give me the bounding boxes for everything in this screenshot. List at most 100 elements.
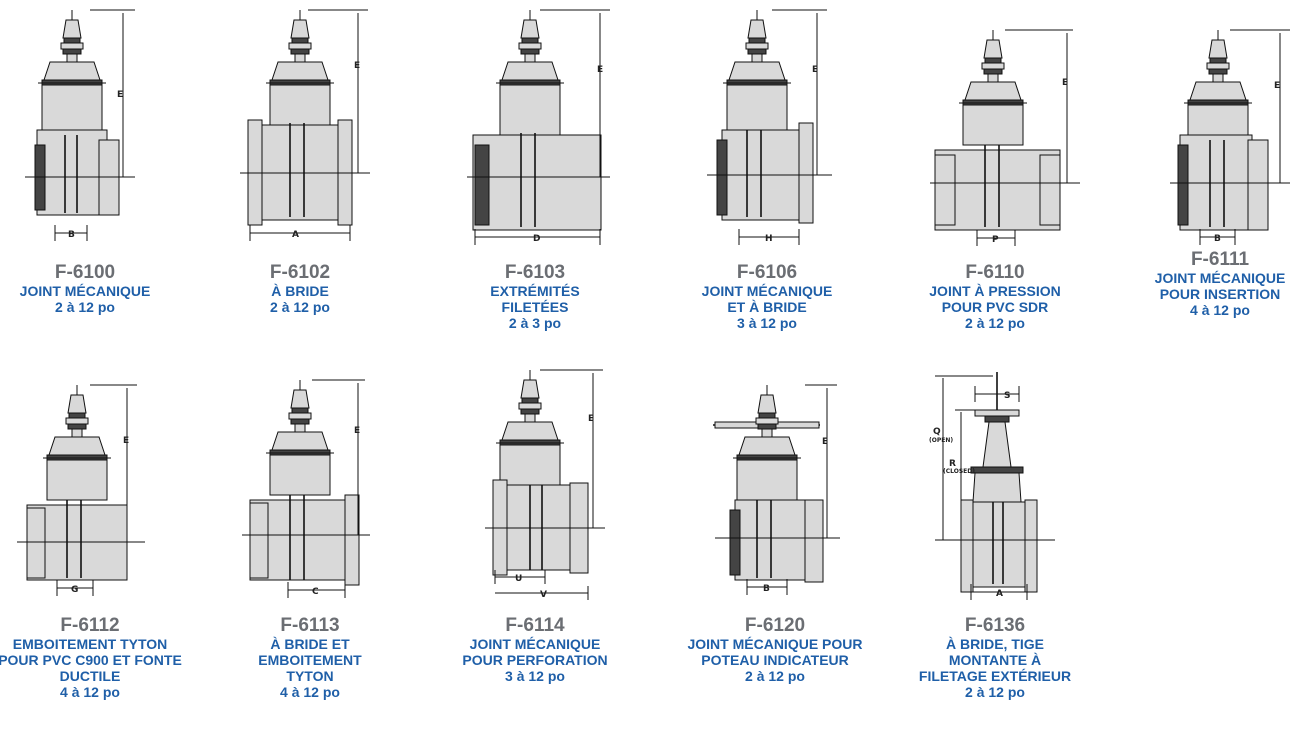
- dim-label-a: A: [292, 230, 299, 240]
- dim-label-d: D: [533, 234, 540, 244]
- dim-label-c: C: [312, 587, 319, 597]
- model-number: F-6102: [269, 262, 331, 283]
- valve-drawing-f6114: E U V: [485, 369, 605, 600]
- dim-label-h: H: [765, 234, 773, 244]
- valve-description: EMBOITEMENT: [258, 652, 362, 668]
- valve-description: EMBOITEMENT TYTON: [12, 636, 168, 652]
- valve-description: JOINT MÉCANIQUE: [701, 283, 833, 299]
- valve-caption-f6103: F-6103 EXTRÉMITÉS FILETÉES 2 à 3 po: [445, 262, 625, 332]
- dim-label-b: B: [1214, 234, 1221, 244]
- valve-description: À BRIDE: [271, 283, 329, 299]
- valve-size-range: 3 à 12 po: [505, 668, 565, 684]
- valve-description: POUR INSERTION: [1159, 286, 1281, 302]
- valve-card-f6136: Q (OPEN) R (CLOSED) S A F-6136 À BRIDE, …: [905, 372, 1085, 700]
- dim-label-e: E: [123, 436, 129, 446]
- valve-drawing-f6120: E B: [713, 384, 840, 595]
- valve-card-f6114: E U V F-6114 JOINT MÉCANIQUE POUR PERFOR…: [445, 365, 625, 684]
- valve-description: FILETÉES: [501, 299, 569, 315]
- valve-description: FILETAGE EXTÉRIEUR: [918, 668, 1072, 684]
- valve-size-range: 2 à 12 po: [965, 684, 1025, 700]
- valve-description: JOINT MÉCANIQUE POUR: [687, 636, 863, 652]
- valve-description: MONTANTE À: [948, 652, 1042, 668]
- dim-label-e: E: [597, 65, 603, 75]
- valve-size-range: 4 à 12 po: [1190, 302, 1250, 318]
- dim-label-e: E: [588, 414, 594, 424]
- valve-description: À BRIDE ET: [270, 636, 350, 652]
- valve-size-range: 3 à 12 po: [737, 315, 797, 331]
- valve-description: JOINT MÉCANIQUE: [19, 283, 151, 299]
- dim-label-p: P: [992, 235, 999, 245]
- valve-drawing-f6136: Q (OPEN) R (CLOSED) S A: [929, 372, 1055, 600]
- dim-label-r: R: [949, 459, 956, 469]
- model-number: F-6120: [744, 615, 806, 636]
- valve-description: JOINT MÉCANIQUE: [469, 636, 601, 652]
- dim-label-e: E: [354, 426, 360, 436]
- dim-label-b: B: [68, 230, 75, 240]
- valve-caption-f6106: F-6106 JOINT MÉCANIQUE ET À BRIDE 3 à 12…: [677, 262, 857, 332]
- valve-drawing-f6112: E G: [17, 384, 145, 596]
- valve-size-range: 2 à 12 po: [270, 299, 330, 315]
- valve-caption-f6112: F-6112 EMBOITEMENT TYTON POUR PVC C900 E…: [0, 615, 185, 701]
- valve-caption-f6136: F-6136 À BRIDE, TIGE MONTANTE À FILETAGE…: [905, 615, 1085, 701]
- valve-caption-f6113: F-6113 À BRIDE ET EMBOITEMENT TYTON 4 à …: [220, 615, 400, 701]
- model-number: F-6103: [504, 262, 566, 283]
- dim-label-e: E: [812, 65, 818, 75]
- valve-description: POUR PVC C900 ET FONTE: [0, 652, 182, 668]
- valve-size-range: 2 à 3 po: [508, 315, 562, 331]
- valve-caption-f6102: F-6102 À BRIDE 2 à 12 po: [210, 262, 390, 316]
- dim-label-q: Q: [933, 427, 941, 437]
- valve-description: À BRIDE, TIGE: [945, 636, 1044, 652]
- valve-description: POUR PVC SDR: [941, 299, 1049, 315]
- valve-drawing-f6110: E P: [930, 29, 1080, 246]
- dim-label-e: E: [1062, 78, 1068, 88]
- valve-drawing-f6102: E A: [240, 9, 370, 241]
- valve-description: POTEAU INDICATEUR: [701, 652, 849, 668]
- valve-description: DUCTILE: [59, 668, 121, 684]
- model-number: F-6110: [965, 262, 1025, 283]
- valve-description: POUR PERFORATION: [462, 652, 608, 668]
- model-number: F-6106: [736, 262, 798, 283]
- dim-label-a: A: [996, 589, 1003, 599]
- valve-caption-f6114: F-6114 JOINT MÉCANIQUE POUR PERFORATION …: [445, 615, 625, 685]
- dim-label-e: E: [822, 437, 828, 447]
- dim-label-e: E: [117, 90, 123, 100]
- valve-caption-f6120: F-6120 JOINT MÉCANIQUE POUR POTEAU INDIC…: [675, 615, 875, 685]
- valve-size-range: 2 à 12 po: [965, 315, 1025, 331]
- model-number: F-6113: [280, 615, 340, 636]
- valve-description: TYTON: [286, 668, 334, 684]
- valve-size-range: 2 à 12 po: [55, 299, 115, 315]
- model-number: F-6136: [964, 615, 1026, 636]
- valve-drawing-f6100: E B: [25, 9, 135, 241]
- valve-description: EXTRÉMITÉS: [490, 283, 580, 299]
- valve-drawing-f6103: E D: [467, 9, 610, 245]
- valve-size-range: 4 à 12 po: [60, 684, 120, 700]
- valve-card-f6106: E H F-6106 JOINT MÉCANIQUE ET À BRIDE 3 …: [677, 5, 857, 331]
- valve-card-f6102: E A F-6102 À BRIDE 2 à 12 po: [210, 5, 390, 315]
- model-number: F-6100: [54, 262, 116, 283]
- valve-size-range: 2 à 12 po: [745, 668, 805, 684]
- dim-label-s: S: [1004, 391, 1010, 401]
- model-number: F-6112: [60, 615, 120, 636]
- valve-card-f6100: E B F-6100 JOINT MÉCANIQUE 2 à 12 po: [0, 5, 175, 315]
- valve-drawing-f6113: E C: [242, 379, 370, 598]
- valve-description: JOINT À PRESSION: [929, 283, 1061, 299]
- valve-size-range: 4 à 12 po: [280, 684, 340, 700]
- valve-drawing-f6111: E B: [1170, 29, 1290, 245]
- valve-card-f6103: E D F-6103 EXTRÉMITÉS FILETÉES 2 à 3 po: [445, 5, 625, 331]
- valve-drawing-f6106: E H: [707, 9, 832, 245]
- dim-label-e: E: [354, 61, 360, 71]
- valve-card-f6111: E B F-6111 JOINT MÉCANIQUE POUR INSERTIO…: [1130, 5, 1306, 318]
- dim-label-u: U: [515, 574, 522, 584]
- dim-label-closed: (CLOSED): [943, 468, 975, 475]
- model-number: F-6114: [505, 615, 565, 636]
- dim-label-v: V: [540, 590, 547, 600]
- valve-caption-f6111: F-6111 JOINT MÉCANIQUE POUR INSERTION 4 …: [1130, 250, 1306, 319]
- dim-label-b: B: [763, 584, 770, 594]
- valve-description: ET À BRIDE: [727, 299, 807, 315]
- dim-label-g: G: [71, 585, 78, 595]
- valve-caption-f6100: F-6100 JOINT MÉCANIQUE 2 à 12 po: [0, 262, 175, 316]
- dim-label-open: (OPEN): [929, 437, 953, 444]
- valve-description: JOINT MÉCANIQUE: [1154, 270, 1286, 286]
- valve-caption-f6110: F-6110 JOINT À PRESSION POUR PVC SDR 2 à…: [905, 262, 1085, 332]
- valve-card-f6110: E P F-6110 JOINT À PRESSION POUR PVC SDR…: [905, 5, 1085, 331]
